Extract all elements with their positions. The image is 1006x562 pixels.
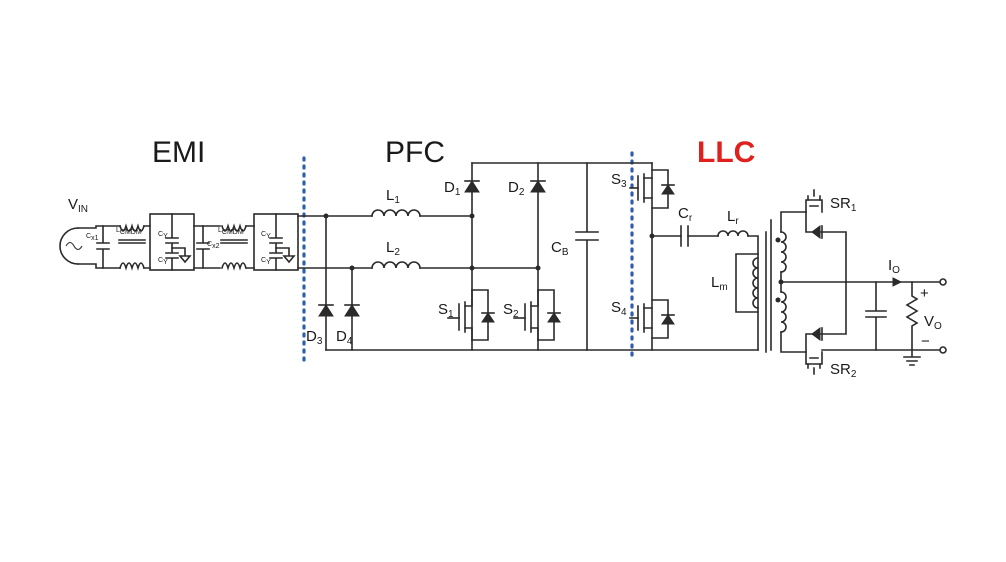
- capacitor-cb-icon: [575, 162, 599, 351]
- diode-d1-icon: [464, 180, 480, 193]
- label-cy-a: CY: [158, 231, 168, 240]
- label-io: IO: [888, 257, 900, 276]
- label-cx2: Cx2: [207, 241, 220, 250]
- capacitor-output-icon: [865, 281, 887, 351]
- terminal-positive: [939, 278, 947, 286]
- label-lm: Lm: [711, 274, 728, 293]
- label-lr: Lr: [727, 208, 739, 227]
- inductor-l1-icon: [371, 209, 421, 217]
- diode-d2-icon: [530, 180, 546, 193]
- diode-d3-icon: [318, 304, 334, 317]
- label-l1: L1: [386, 187, 400, 206]
- label-l2: L2: [386, 239, 400, 258]
- transformer-icon: [765, 219, 787, 353]
- inductor-lr-icon: [717, 230, 749, 237]
- label-cb: CB: [551, 239, 569, 258]
- current-arrow-icon: [892, 277, 903, 287]
- section-title-emi: EMI: [152, 136, 205, 169]
- section-title-pfc: PFC: [385, 136, 445, 169]
- label-s3: S3: [611, 171, 627, 190]
- llc-stage: S3 S4 Cr Lr Lm: [611, 162, 947, 380]
- label-cy-c: CY: [261, 231, 271, 240]
- label-cr: Cr: [678, 205, 693, 224]
- label-vin: VIN: [68, 196, 88, 215]
- mosfet-s4-icon: [629, 299, 675, 339]
- inductor-l2-icon: [371, 261, 421, 269]
- ground-icon: [171, 247, 192, 264]
- mosfet-s3-icon: [629, 169, 675, 209]
- mosfet-s2-icon: [513, 289, 561, 341]
- common-mode-choke-1-icon: [118, 223, 151, 271]
- capacitor-cx2-icon: [196, 225, 210, 269]
- mosfet-s1-icon: [447, 289, 495, 341]
- terminal-negative: [939, 346, 947, 354]
- label-d2: D2: [508, 179, 525, 198]
- ac-source-icon: [59, 227, 83, 265]
- label-lcm: LCMDM: [218, 227, 244, 236]
- label-s2: S2: [503, 301, 519, 320]
- common-mode-choke-2-icon: [220, 223, 255, 271]
- label-cy-d: CY: [261, 257, 271, 266]
- mosfet-sr2-icon: [805, 281, 847, 375]
- label-cx1: Cx1: [86, 233, 99, 242]
- label-vo: VO: [924, 313, 942, 332]
- ground-icon: [903, 349, 921, 366]
- label-d1: D1: [444, 179, 461, 198]
- label-lcmdm: LCMDM: [116, 227, 142, 236]
- ground-icon: [275, 247, 296, 264]
- label-sr2: SR2: [830, 361, 857, 380]
- pfc-stage: L1 L2 D3 D4 D1 D2: [297, 162, 759, 351]
- label-s1: S1: [438, 301, 454, 320]
- mosfet-sr1-icon: [805, 189, 847, 283]
- label-cy-b: CY: [158, 257, 168, 266]
- label-plus: +: [920, 285, 929, 302]
- label-d4: D4: [336, 328, 353, 347]
- label-sr1: SR1: [830, 195, 857, 214]
- inductor-lm-icon: [752, 257, 759, 309]
- label-s4: S4: [611, 299, 627, 318]
- resistor-load-icon: [905, 281, 919, 351]
- label-d3: D3: [306, 328, 323, 347]
- section-title-llc: LLC: [697, 136, 755, 169]
- capacitor-cx1-icon: [96, 225, 110, 269]
- capacitor-cr-icon: [680, 225, 689, 247]
- diode-d4-icon: [344, 304, 360, 317]
- label-minus: −: [921, 333, 930, 350]
- emi-filter: VIN Cx1 LCMDM CY CY Cx2: [59, 196, 299, 271]
